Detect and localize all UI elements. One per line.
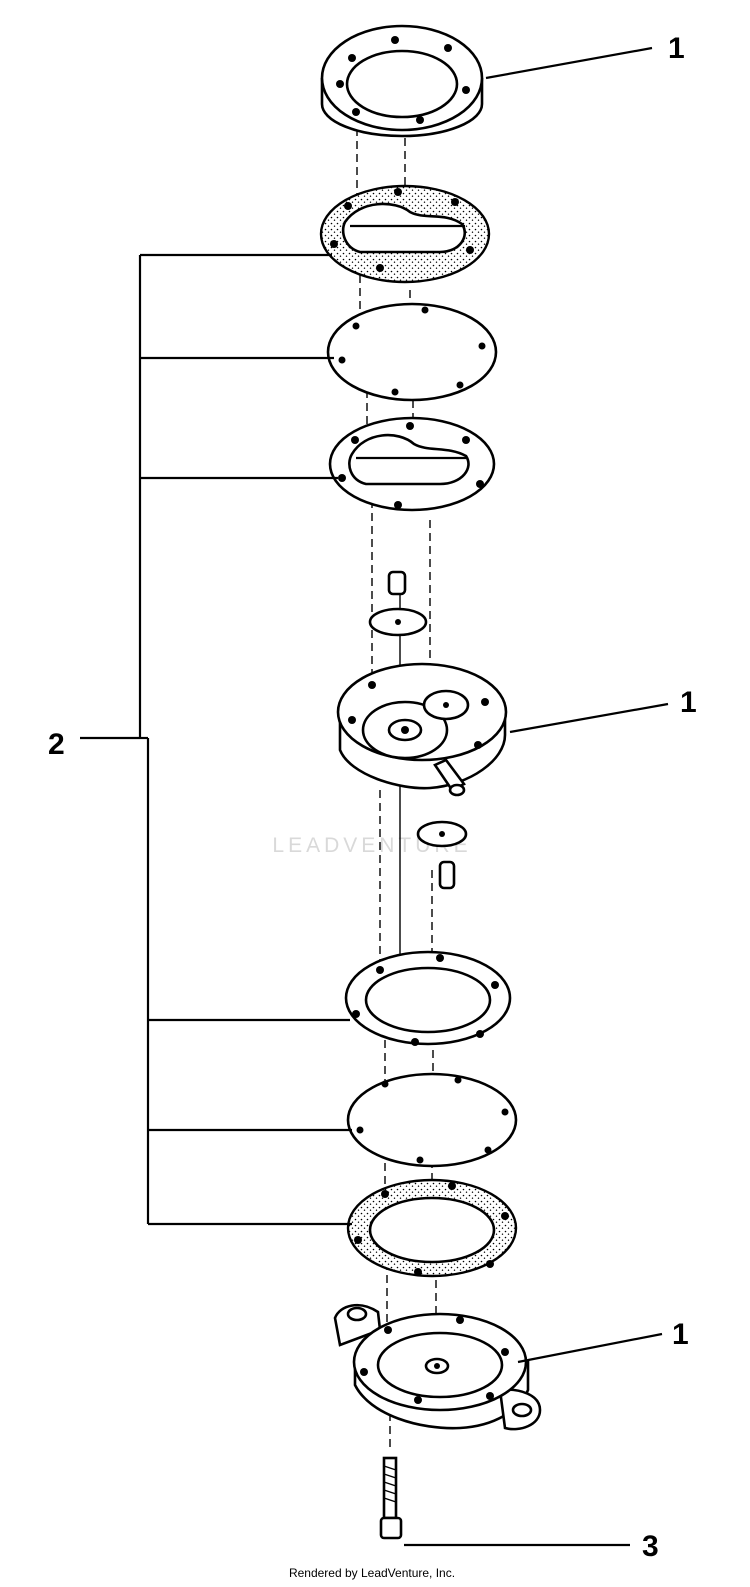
upper-valve-part [368, 570, 428, 637]
callout-leaders [404, 46, 669, 1547]
callout-bottom-cover: 1 [672, 1318, 689, 1351]
bottom-cover-part [333, 1303, 542, 1431]
callout-bracket-label: 2 [48, 728, 65, 761]
bottom-gasket-part [346, 1178, 518, 1278]
screw-part [379, 1456, 403, 1540]
lower-ring-gasket-part [344, 950, 512, 1046]
pump-body-part [336, 662, 508, 797]
callout-bracket [80, 253, 352, 1226]
lower-diaphragm-part [346, 1072, 518, 1168]
top-cover-part [320, 24, 484, 138]
watermark-text: LEADVENTURE [272, 834, 471, 857]
footer-credit: Rendered by LeadVenture, Inc. [289, 1566, 455, 1580]
lower-valve-part [416, 820, 468, 890]
callout-top-cover: 1 [668, 32, 685, 65]
callout-screw: 3 [642, 1530, 659, 1563]
upper-gasket-part [319, 184, 491, 284]
middle-gasket-part [328, 416, 496, 512]
upper-diaphragm-part [326, 302, 498, 402]
callout-pump-body: 1 [680, 686, 697, 719]
